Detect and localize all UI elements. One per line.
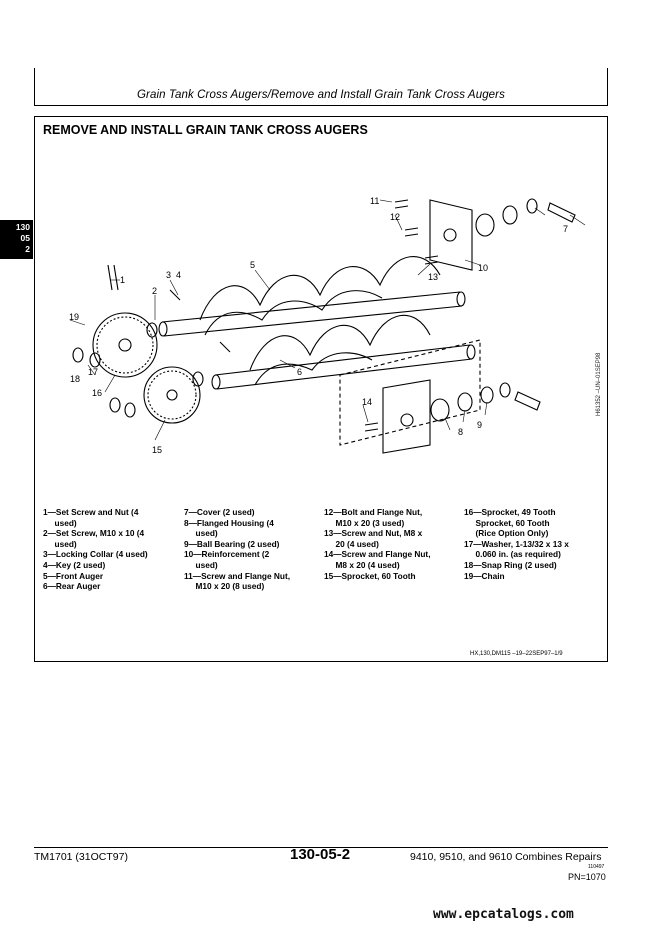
callout-9: 9 [477, 420, 482, 430]
legend-item: 11—Screw and Flange Nut, [184, 570, 291, 581]
sprocket-upper [92, 312, 158, 378]
legend-item: used) [184, 559, 218, 570]
legend-item: 3—Locking Collar (4 used) [43, 549, 148, 560]
legend-item: 9—Ball Bearing (2 used) [184, 538, 280, 549]
callout-14: 14 [362, 397, 372, 407]
legend-item: 16—Sprocket, 49 Tooth [464, 507, 556, 517]
callout-12: 12 [390, 212, 400, 222]
callout-6: 6 [297, 367, 302, 377]
legend-item: M8 x 20 (4 used) [324, 559, 400, 570]
rear-auger [211, 314, 476, 390]
legend-item: 19—Chain [464, 570, 505, 581]
callout-1: 1 [120, 275, 125, 285]
legend-column-1: 1—Set Screw and Nut (4 used) 2—Set Screw… [43, 507, 148, 592]
legend-item: 8—Flanged Housing (4 [184, 517, 274, 528]
legend-item: M10 x 20 (3 used) [324, 517, 405, 528]
section-tab-line: 2 [25, 244, 30, 254]
legend-item: 4—Key (2 used) [43, 559, 106, 570]
callout-18: 18 [70, 374, 80, 384]
footer-date: 110497 [588, 864, 605, 870]
reinforcement-plate-upper [429, 199, 473, 271]
legend-item: 1—Set Screw and Nut (4 [43, 507, 139, 517]
legend-column-3: 12—Bolt and Flange Nut, M10 x 20 (3 used… [324, 507, 431, 581]
content-box [34, 116, 608, 662]
legend-item: 17—Washer, 1-13/32 x 13 x [464, 538, 569, 549]
legend-item: 7—Cover (2 used) [184, 507, 255, 517]
legend-item: 5—Front Auger [43, 570, 104, 581]
callout-13: 13 [428, 272, 438, 282]
legend-item: 12—Bolt and Flange Nut, [324, 507, 423, 517]
section-tab-line: 05 [20, 233, 30, 243]
legend-item: Sprocket, 60 Tooth [464, 517, 550, 528]
legend-column-2: 7—Cover (2 used) 8—Flanged Housing (4 us… [184, 507, 290, 592]
legend-item: 20 (4 used) [324, 538, 379, 549]
legend-item: 2—Set Screw, M10 x 10 (4 [43, 528, 145, 539]
section-tab-line: 130 [15, 222, 30, 232]
callout-5: 5 [250, 260, 255, 270]
header-rule [34, 105, 608, 106]
callout-17: 17 [88, 367, 98, 377]
footer-rule [34, 847, 608, 848]
watermark: www.epcatalogs.com [433, 907, 574, 922]
footer-manual-title: 9410, 9510, and 9610 Combines Repairs [410, 851, 602, 863]
callout-11: 11 [370, 196, 379, 206]
left-margin-rule [34, 68, 35, 106]
figure-id: H61352 –UN–01SEP98 [596, 352, 602, 416]
legend-item: 0.060 in. (as required) [464, 549, 561, 560]
sprocket-lower [143, 366, 201, 424]
front-auger [158, 256, 466, 337]
footer-manual-id: TM1701 (31OCT97) [34, 851, 128, 863]
legend-item: 15—Sprocket, 60 Tooth [324, 570, 416, 581]
page-header-title: Grain Tank Cross Augers/Remove and Insta… [137, 89, 505, 101]
callout-19: 19 [69, 312, 79, 322]
callout-3: 3 [166, 270, 171, 280]
legend-column-4: 16—Sprocket, 49 Tooth Sprocket, 60 Tooth… [464, 507, 569, 581]
legend-item: used) [43, 517, 77, 528]
callout-8: 8 [458, 427, 463, 437]
section-tab: 130 05 2 [0, 220, 33, 259]
footer-pn: PN=1070 [568, 872, 606, 882]
exploded-diagram: 1 2 3 4 5 6 7 8 9 10 11 12 13 14 15 16 1… [69, 196, 586, 455]
legend-item: used) [43, 538, 77, 549]
footer-page-number: 130-05-2 [290, 846, 351, 863]
callout-2: 2 [152, 286, 157, 296]
legend-item: 14—Screw and Flange Nut, [324, 549, 431, 560]
callout-7: 7 [563, 224, 568, 234]
section-heading: REMOVE AND INSTALL GRAIN TANK CROSS AUGE… [43, 123, 368, 137]
right-margin-rule [607, 68, 608, 106]
legend-item: M10 x 20 (8 used) [184, 581, 265, 592]
legend-item: 13—Screw and Nut, M8 x [324, 528, 423, 539]
callout-4: 4 [176, 270, 181, 280]
reference-code: HX,130,DM115 –19–22SEP97–1/9 [470, 651, 563, 657]
legend-item: 6—Rear Auger [43, 581, 101, 592]
callout-10: 10 [478, 263, 488, 273]
legend-item: used) [184, 528, 218, 539]
legend-item: 10—Reinforcement (2 [184, 549, 270, 560]
reinforcement-plate-lower [382, 379, 431, 454]
legend-item: 18—Snap Ring (2 used) [464, 559, 557, 570]
legend-item: (Rice Option Only) [464, 528, 549, 539]
callout-15: 15 [152, 445, 162, 455]
callout-16: 16 [92, 388, 102, 398]
